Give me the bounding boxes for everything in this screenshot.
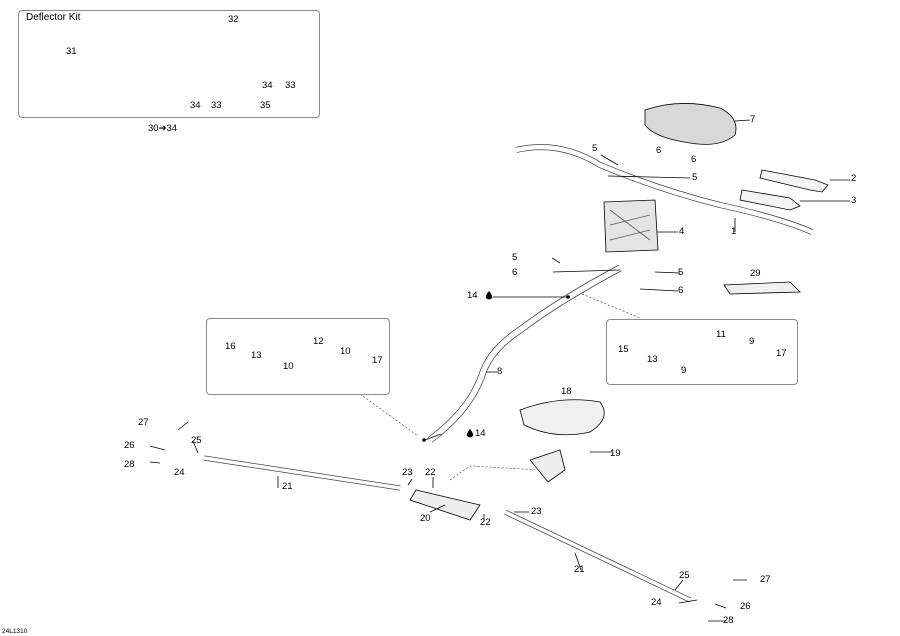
callout-5: 5 xyxy=(692,172,698,183)
callout-20: 20 xyxy=(420,513,431,524)
grip-2 xyxy=(759,169,829,193)
callout-12: 12 xyxy=(313,336,324,347)
callout-7: 7 xyxy=(750,114,756,125)
callout-24: 24 xyxy=(651,597,662,608)
callout-35: 35 xyxy=(260,100,271,111)
callout-25: 25 xyxy=(191,435,202,446)
callout-23: 23 xyxy=(402,467,413,478)
grip-3 xyxy=(739,189,801,211)
callout-3: 3 xyxy=(851,195,857,206)
callout-26: 26 xyxy=(124,440,135,451)
sealant-drop-icon xyxy=(466,429,474,438)
callout-27: 27 xyxy=(138,417,149,428)
clamp-inset-right xyxy=(606,319,798,385)
callout-22: 22 xyxy=(480,517,491,528)
callout-4: 4 xyxy=(679,226,685,237)
callout-33: 33 xyxy=(211,100,222,111)
callout-13: 13 xyxy=(647,354,658,365)
kit-range-label: 30➔34 xyxy=(148,123,178,134)
callout-28: 28 xyxy=(124,459,135,470)
callout-31: 31 xyxy=(66,46,77,57)
kit-title: Deflector Kit xyxy=(26,12,81,23)
callout-10: 10 xyxy=(340,346,351,357)
callout-21: 21 xyxy=(574,564,585,575)
callout-5: 5 xyxy=(678,267,684,278)
handguard-7 xyxy=(644,103,737,145)
callout-15: 15 xyxy=(618,344,629,355)
deflector-kit-panel xyxy=(18,10,320,118)
clamp-inset-left xyxy=(206,318,390,395)
callout-17: 17 xyxy=(776,348,787,359)
callout-28: 28 xyxy=(723,615,734,626)
callout-6: 6 xyxy=(678,285,684,296)
callout-27: 27 xyxy=(760,574,771,585)
callout-26: 26 xyxy=(740,601,751,612)
callout-16: 16 xyxy=(225,341,236,352)
callout-34: 34 xyxy=(190,100,201,111)
callout-23: 23 xyxy=(531,506,542,517)
callout-9: 9 xyxy=(749,336,755,347)
callout-18: 18 xyxy=(561,386,572,397)
callout-21: 21 xyxy=(282,481,293,492)
callout-5: 5 xyxy=(512,252,518,263)
callout-13: 13 xyxy=(251,350,262,361)
callout-2: 2 xyxy=(851,173,857,184)
callout-34: 34 xyxy=(262,80,273,91)
callout-8: 8 xyxy=(497,366,503,377)
callout-14: 14 xyxy=(467,290,478,301)
callout-9: 9 xyxy=(681,365,687,376)
callout-17: 17 xyxy=(372,355,383,366)
cover-18 xyxy=(519,399,605,436)
callout-22: 22 xyxy=(425,467,436,478)
callout-32: 32 xyxy=(228,14,239,25)
callout-5: 5 xyxy=(592,143,598,154)
callout-29: 29 xyxy=(750,268,761,279)
callout-6: 6 xyxy=(691,154,697,165)
callout-6: 6 xyxy=(512,267,518,278)
callout-11: 11 xyxy=(716,329,726,340)
sealant-drop-icon xyxy=(485,291,493,300)
callout-24: 24 xyxy=(174,467,185,478)
bracket-19 xyxy=(529,449,566,483)
callout-14: 14 xyxy=(475,428,486,439)
shim-29 xyxy=(723,281,801,295)
callout-1: 1 xyxy=(731,226,737,237)
figure-code: 24L1310 xyxy=(2,628,28,635)
callout-6: 6 xyxy=(656,145,662,156)
callout-33: 33 xyxy=(285,80,296,91)
callout-25: 25 xyxy=(679,570,690,581)
callout-10: 10 xyxy=(283,361,294,372)
callout-19: 19 xyxy=(610,448,621,459)
